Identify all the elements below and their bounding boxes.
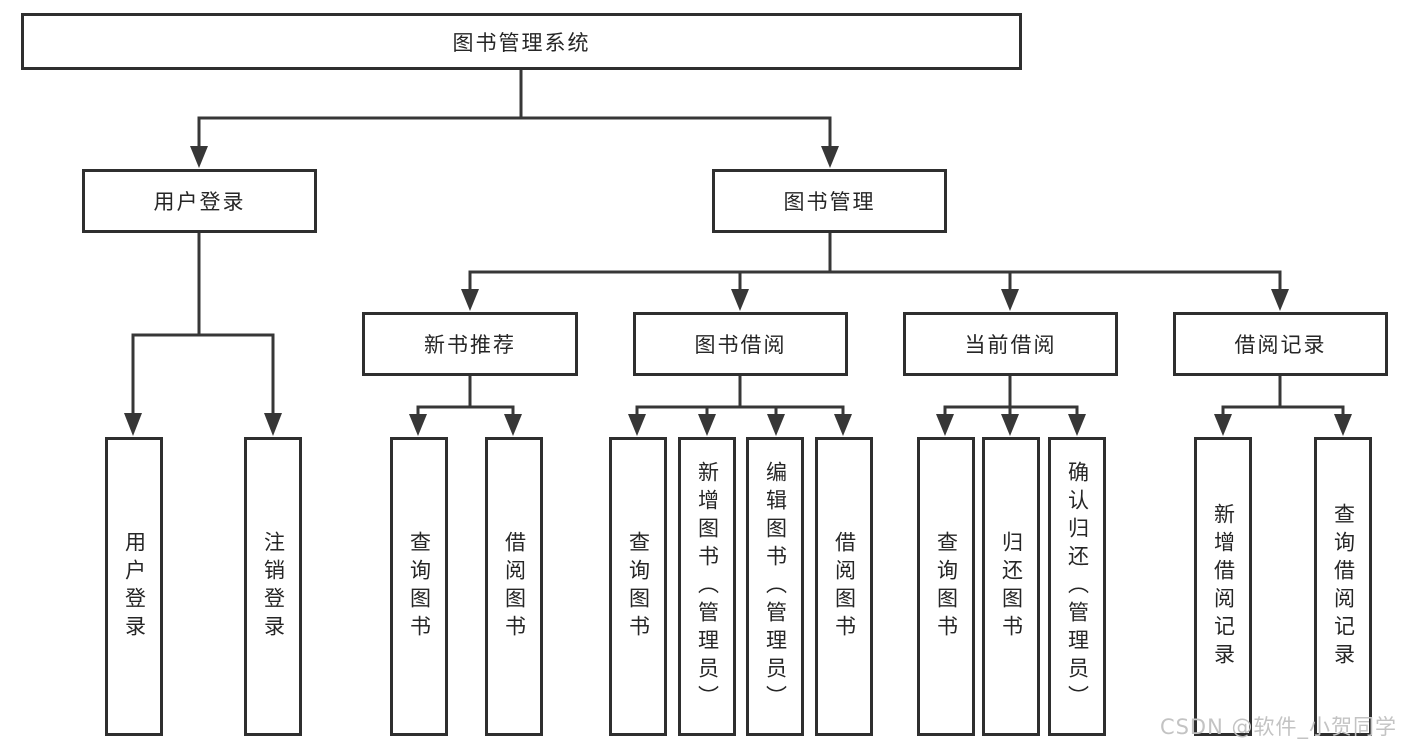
- node-user-login: 用户登录: [82, 169, 317, 233]
- node-label: 新书推荐: [424, 333, 516, 357]
- leaf-borrow-query-book: 查询图书: [609, 437, 667, 736]
- node-current-borrow: 当前借阅: [903, 312, 1118, 376]
- node-label: 图书管理: [783, 190, 876, 214]
- node-label: 借阅图书: [502, 530, 527, 643]
- connector-user-login-children: [124, 232, 282, 436]
- node-label: 借阅图书: [832, 530, 857, 643]
- node-borrow-records: 借阅记录: [1173, 312, 1388, 376]
- leaf-records-query-record: 查询借阅记录: [1314, 437, 1372, 736]
- csdn-watermark: CSDN @软件_小贺同学: [1159, 715, 1397, 739]
- node-book-borrow: 图书借阅: [633, 312, 848, 376]
- leaf-borrow-add-book-admin: 新增图书（管理员）: [678, 437, 736, 736]
- node-label: 新增借阅记录: [1211, 502, 1236, 671]
- leaf-user-login: 用户登录: [105, 437, 163, 736]
- node-label: 查询图书: [407, 530, 432, 643]
- node-label: 当前借阅: [964, 333, 1057, 357]
- connector-book-mgmt-children: [461, 232, 1289, 311]
- node-new-book-recommend: 新书推荐: [362, 312, 578, 376]
- connector-current-children: [936, 375, 1086, 436]
- connector-records-children: [1214, 375, 1352, 436]
- connector-root-to-level2: [190, 68, 839, 168]
- leaf-borrow-edit-book-admin: 编辑图书（管理员）: [746, 437, 804, 736]
- leaf-records-add-record: 新增借阅记录: [1194, 437, 1252, 736]
- node-label: 归还图书: [999, 530, 1024, 643]
- node-label: 编辑图书（管理员）: [763, 460, 788, 713]
- node-label: 确认归还（管理员）: [1065, 460, 1090, 713]
- node-label: 用户登录: [153, 190, 246, 214]
- leaf-current-query-book: 查询图书: [917, 437, 975, 736]
- leaf-logout: 注销登录: [244, 437, 302, 736]
- node-label: 图书借阅: [694, 333, 787, 357]
- node-label: 查询图书: [626, 530, 651, 643]
- leaf-recommend-query-book: 查询图书: [390, 437, 448, 736]
- connector-borrow-children: [628, 375, 852, 436]
- leaf-current-confirm-return-admin: 确认归还（管理员）: [1048, 437, 1106, 736]
- node-label: 新增图书（管理员）: [695, 460, 720, 713]
- leaf-current-return-book: 归还图书: [982, 437, 1040, 736]
- connector-recommend-children: [409, 375, 522, 436]
- node-label: 注销登录: [261, 530, 286, 643]
- node-label: 用户登录: [122, 530, 147, 643]
- node-label: 图书管理系统: [452, 30, 591, 55]
- node-book-management: 图书管理: [712, 169, 947, 233]
- node-label: 查询借阅记录: [1331, 502, 1356, 671]
- leaf-borrow-borrow-book: 借阅图书: [815, 437, 873, 736]
- node-label: 查询图书: [934, 530, 959, 643]
- leaf-recommend-borrow-book: 借阅图书: [485, 437, 543, 736]
- node-root: 图书管理系统: [21, 13, 1022, 70]
- node-label: 借阅记录: [1234, 333, 1327, 357]
